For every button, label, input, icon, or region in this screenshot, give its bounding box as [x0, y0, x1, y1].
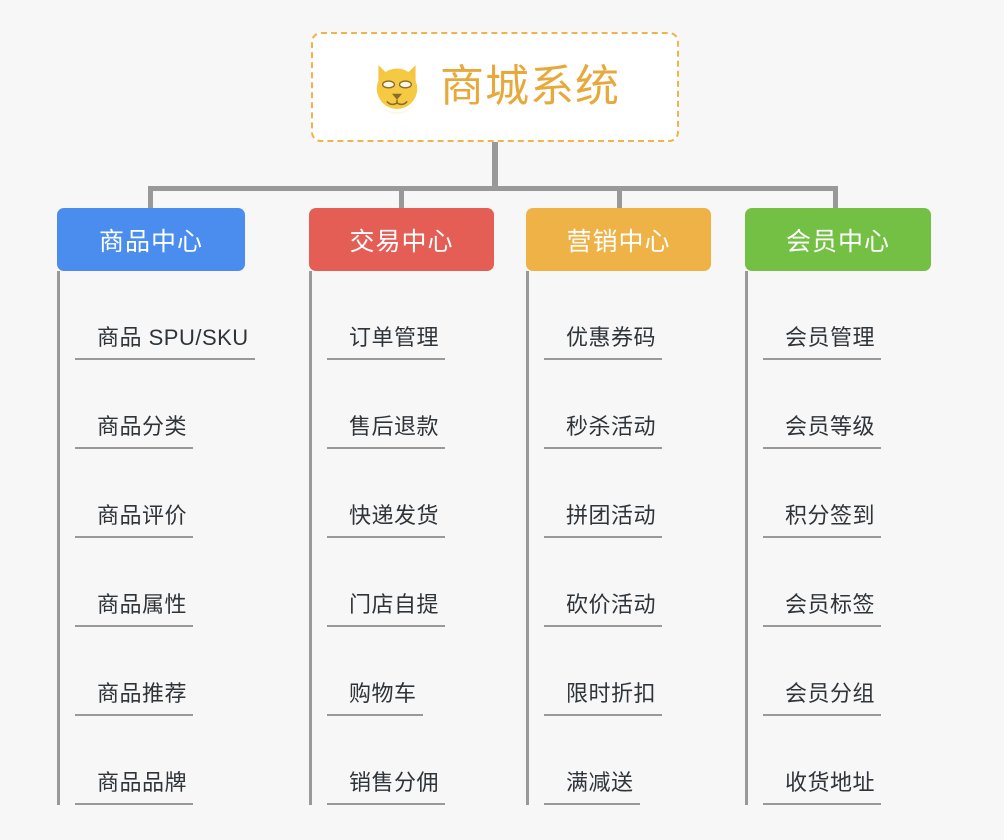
list-item[interactable]: 会员等级	[763, 360, 931, 449]
leaf-label: 快递发货	[327, 503, 446, 538]
category-box-member[interactable]: 会员中心	[745, 208, 931, 271]
branch-trade: 交易中心 订单管理 售后退款 快递发货 门店自提 购物车 销售分佣	[309, 208, 494, 805]
category-box-products[interactable]: 商品中心	[57, 208, 245, 271]
leaf-label: 售后退款	[327, 414, 446, 449]
list-item[interactable]: 会员分组	[763, 627, 931, 716]
root-title: 商城系统	[440, 62, 620, 111]
list-item[interactable]: 拼团活动	[544, 449, 711, 538]
leaf-label: 收货地址	[763, 770, 882, 805]
leaf-label: 订单管理	[327, 325, 446, 360]
connector-horizontal-bus	[148, 186, 838, 191]
leaf-label: 积分签到	[763, 503, 882, 538]
leaf-list-marketing: 优惠券码 秒杀活动 拼团活动 砍价活动 限时折扣 满减送	[526, 271, 711, 805]
connector-drop-trade	[399, 186, 404, 208]
leaf-label: 会员标签	[763, 592, 882, 627]
leaf-label: 商品品牌	[75, 770, 194, 805]
leaf-label: 商品分类	[75, 414, 194, 449]
leaf-label: 满减送	[544, 770, 640, 805]
leaf-label: 商品评价	[75, 503, 194, 538]
list-item[interactable]: 快递发货	[327, 449, 494, 538]
leaf-label: 购物车	[327, 681, 423, 716]
leaf-label: 销售分佣	[327, 770, 446, 805]
leaf-label: 砍价活动	[544, 592, 663, 627]
category-label-products: 商品中心	[98, 227, 203, 256]
category-box-trade[interactable]: 交易中心	[309, 208, 494, 271]
category-box-marketing[interactable]: 营销中心	[526, 208, 711, 271]
category-label-member: 会员中心	[785, 227, 890, 256]
leaf-label: 秒杀活动	[544, 414, 663, 449]
list-item[interactable]: 秒杀活动	[544, 360, 711, 449]
leaf-label: 会员分组	[763, 681, 882, 716]
connector-drop-marketing	[617, 186, 622, 208]
list-item[interactable]: 优惠券码	[544, 271, 711, 360]
list-item[interactable]: 砍价活动	[544, 538, 711, 627]
leaf-label: 会员管理	[763, 325, 882, 360]
leaf-label: 会员等级	[763, 414, 882, 449]
leaf-label: 拼团活动	[544, 503, 663, 538]
list-item[interactable]: 商品分类	[75, 360, 245, 449]
list-item[interactable]: 购物车	[327, 627, 494, 716]
connector-drop-products	[148, 186, 153, 208]
list-item[interactable]: 积分签到	[763, 449, 931, 538]
leaf-label: 商品推荐	[75, 681, 194, 716]
leaf-label: 限时折扣	[544, 681, 663, 716]
list-item[interactable]: 会员管理	[763, 271, 931, 360]
list-item[interactable]: 会员标签	[763, 538, 931, 627]
category-label-trade: 交易中心	[349, 227, 454, 256]
leaf-label: 商品属性	[75, 592, 194, 627]
list-item[interactable]: 销售分佣	[327, 716, 494, 805]
leaf-label: 门店自提	[327, 592, 446, 627]
list-item[interactable]: 商品 SPU/SKU	[75, 271, 255, 360]
list-item[interactable]: 售后退款	[327, 360, 494, 449]
leaf-label: 商品 SPU/SKU	[75, 325, 255, 360]
leaf-list-trade: 订单管理 售后退款 快递发货 门店自提 购物车 销售分佣	[309, 271, 494, 805]
list-item[interactable]: 商品品牌	[75, 716, 245, 805]
list-item[interactable]: 收货地址	[763, 716, 931, 805]
category-label-marketing: 营销中心	[566, 227, 671, 256]
branch-marketing: 营销中心 优惠券码 秒杀活动 拼团活动 砍价活动 限时折扣 满减送	[526, 208, 711, 805]
connector-drop-member	[833, 186, 838, 208]
list-item[interactable]: 门店自提	[327, 538, 494, 627]
branch-products: 商品中心 商品 SPU/SKU 商品分类 商品评价 商品属性 商品推荐 商品品牌	[57, 208, 255, 805]
leaf-list-member: 会员管理 会员等级 积分签到 会员标签 会员分组 收货地址	[745, 271, 931, 805]
connector-root-stem	[492, 142, 498, 188]
list-item[interactable]: 商品评价	[75, 449, 245, 538]
shiba-dog-face-icon	[376, 65, 418, 114]
list-item[interactable]: 限时折扣	[544, 627, 711, 716]
list-item[interactable]: 商品推荐	[75, 627, 245, 716]
list-item[interactable]: 满减送	[544, 716, 711, 805]
list-item[interactable]: 订单管理	[327, 271, 494, 360]
leaf-list-products: 商品 SPU/SKU 商品分类 商品评价 商品属性 商品推荐 商品品牌	[57, 271, 255, 805]
list-item[interactable]: 商品属性	[75, 538, 245, 627]
branch-member: 会员中心 会员管理 会员等级 积分签到 会员标签 会员分组 收货地址	[745, 208, 931, 805]
root-node-shop-system[interactable]: 商城系统	[311, 32, 679, 142]
leaf-label: 优惠券码	[544, 325, 663, 360]
